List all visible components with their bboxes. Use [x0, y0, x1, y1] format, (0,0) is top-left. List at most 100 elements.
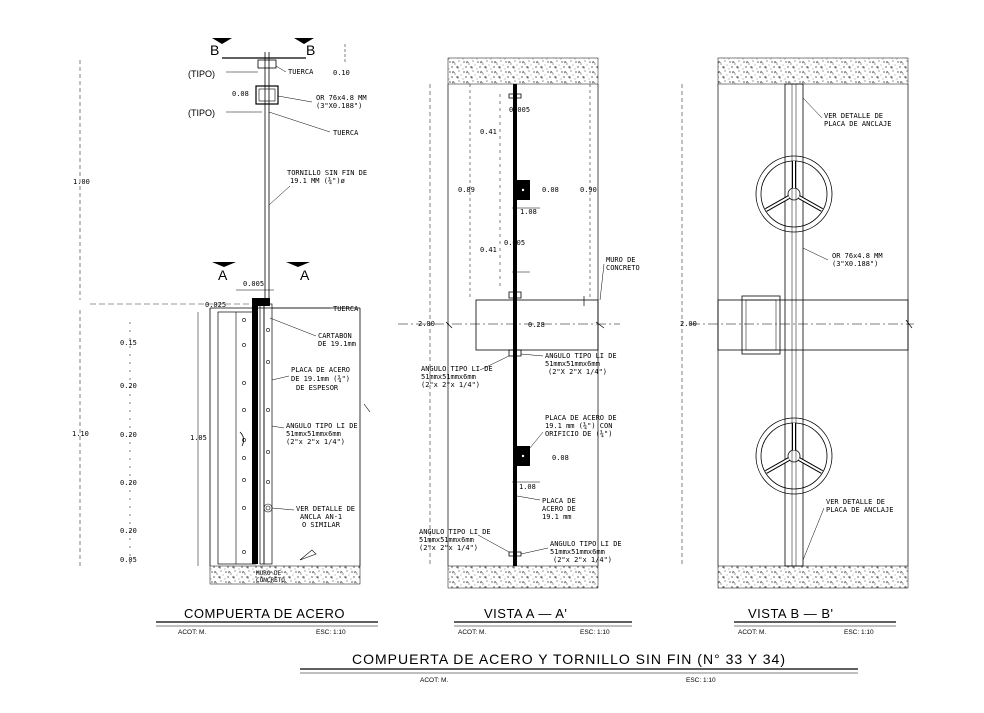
svg-text:DE 19.1mm: DE 19.1mm [318, 340, 356, 348]
svg-text:0.10: 0.10 [333, 69, 350, 77]
svg-text:TUERCA: TUERCA [288, 68, 314, 76]
svg-text:0.08: 0.08 [542, 186, 559, 194]
svg-text:(2"x 2"x 1/4"): (2"x 2"x 1/4") [553, 556, 612, 564]
view3-title: VISTA B — B' [748, 606, 834, 621]
view2-title: VISTA A — A' [484, 606, 567, 621]
svg-text:ESC: 1:10: ESC: 1:10 [844, 629, 874, 636]
svg-text:ACOT: M.: ACOT: M. [458, 629, 486, 636]
svg-text:PLACA DE ACERO: PLACA DE ACERO [291, 366, 350, 374]
svg-text:PLACA DE ANCLAJE: PLACA DE ANCLAJE [826, 506, 893, 514]
view-compuerta-de-acero: B B (TIPO) TUERCA 0.10 0.08 (TIPO) OR 76… [72, 38, 378, 636]
svg-text:1.10: 1.10 [72, 430, 89, 438]
svg-text:0.28: 0.28 [528, 321, 545, 329]
svg-text:0.08: 0.08 [232, 90, 249, 98]
svg-text:19.1 MM (¾")ø: 19.1 MM (¾")ø [290, 177, 346, 185]
svg-text:51mmx51mmx6mm: 51mmx51mmx6mm [421, 373, 476, 381]
svg-text:VER DETALLE DE: VER DETALLE DE [824, 112, 883, 120]
section-marker-b-right: B [294, 38, 315, 58]
svg-text:ESC: 1:10: ESC: 1:10 [316, 629, 346, 636]
svg-text:(3"X0.188"): (3"X0.188") [316, 102, 362, 110]
svg-text:51mmx51mmx6mm: 51mmx51mmx6mm [286, 430, 341, 438]
section-marker-a-left: A [212, 262, 236, 283]
svg-text:0.005: 0.005 [243, 280, 264, 288]
svg-text:19.1 mm: 19.1 mm [542, 513, 572, 521]
svg-text:(2"x 2"x 1/4"): (2"x 2"x 1/4") [419, 544, 478, 552]
svg-text:0.20: 0.20 [120, 527, 137, 535]
svg-text:19.1 mm (¾") CON: 19.1 mm (¾") CON [545, 422, 612, 430]
svg-text:1.08: 1.08 [519, 483, 536, 491]
view-vista-b-b: 2.00 VER DETALLE DE PLACA DE ANCLAJE OR … [680, 57, 914, 636]
svg-text:MURO DE: MURO DE [256, 570, 282, 577]
svg-text:VER DETALLE DE: VER DETALLE DE [296, 505, 355, 513]
svg-text:51mmx51mmx6mm: 51mmx51mmx6mm [545, 360, 600, 368]
svg-text:CONCRETO: CONCRETO [606, 264, 640, 272]
svg-text:1.05: 1.05 [190, 434, 207, 442]
svg-text:OR 76x4.8 MM: OR 76x4.8 MM [316, 94, 367, 102]
section-marker-b-left: B [210, 38, 232, 58]
svg-text:A: A [218, 267, 228, 283]
svg-text:ESC: 1:10: ESC: 1:10 [686, 677, 716, 684]
svg-text:(2"x 2"x 1/4"): (2"x 2"x 1/4") [286, 438, 345, 446]
svg-text:ACOT: M.: ACOT: M. [420, 677, 448, 684]
svg-text:A: A [300, 267, 310, 283]
svg-text:0.89: 0.89 [458, 186, 475, 194]
svg-text:TORNILLO SIN FIN DE: TORNILLO SIN FIN DE [287, 169, 367, 177]
svg-text:ANGULO TIPO LI DE: ANGULO TIPO LI DE [419, 528, 491, 536]
view1-title: COMPUERTA DE ACERO [184, 606, 345, 621]
svg-text:0.41: 0.41 [480, 246, 497, 254]
svg-text:0.41: 0.41 [480, 128, 497, 136]
svg-text:OR 76x4.8 MM: OR 76x4.8 MM [832, 252, 883, 260]
svg-text:ANGULO TIPO LI DE: ANGULO TIPO LI DE [545, 352, 617, 360]
svg-text:MURO DE: MURO DE [606, 256, 636, 264]
svg-text:0.20: 0.20 [120, 382, 137, 390]
svg-text:0.005: 0.005 [504, 239, 525, 247]
svg-text:PLACA DE ACERO DE: PLACA DE ACERO DE [545, 414, 617, 422]
svg-text:CARTABON: CARTABON [318, 332, 352, 340]
svg-text:(2"X 2"X 1/4"): (2"X 2"X 1/4") [548, 368, 607, 376]
svg-text:B: B [306, 42, 315, 58]
svg-text:PLACA DE: PLACA DE [542, 497, 576, 505]
svg-text:DE 19.1mm (¾"): DE 19.1mm (¾") [291, 375, 350, 383]
svg-text:0.90: 0.90 [580, 186, 597, 194]
svg-text:0.05: 0.05 [120, 556, 137, 564]
svg-text:51mmx51mmx6mm: 51mmx51mmx6mm [550, 548, 605, 556]
svg-text:0.20: 0.20 [120, 431, 137, 439]
svg-text:B: B [210, 42, 219, 58]
svg-text:0.005: 0.005 [509, 106, 530, 114]
svg-text:2.00: 2.00 [680, 320, 697, 328]
svg-text:1.00: 1.00 [73, 178, 90, 186]
svg-text:(3"X0.188"): (3"X0.188") [832, 260, 878, 268]
svg-text:ANGULO TIPO LI DE: ANGULO TIPO LI DE [286, 422, 358, 430]
svg-text:ORIFICIO DE (¾"): ORIFICIO DE (¾") [545, 430, 612, 438]
svg-text:2.00: 2.00 [418, 320, 435, 328]
sheet-title: COMPUERTA DE ACERO Y TORNILLO SIN FIN (N… [352, 651, 786, 667]
svg-text:0.025: 0.025 [205, 301, 226, 309]
svg-text:0.20: 0.20 [120, 479, 137, 487]
svg-text:ANGULO TIPO LI DE: ANGULO TIPO LI DE [550, 540, 622, 548]
svg-text:PLACA DE ANCLAJE: PLACA DE ANCLAJE [824, 120, 891, 128]
svg-text:ACOT: M.: ACOT: M. [738, 629, 766, 636]
svg-text:0.08: 0.08 [552, 454, 569, 462]
svg-text:ANGULO TIPO LI DE: ANGULO TIPO LI DE [421, 365, 493, 373]
svg-text:51mmx51mmx6mm: 51mmx51mmx6mm [419, 536, 474, 544]
svg-text:0.15: 0.15 [120, 339, 137, 347]
svg-text:DE ESPESOR: DE ESPESOR [296, 384, 339, 392]
svg-text:ACOT: M.: ACOT: M. [178, 629, 206, 636]
svg-text:(TIPO): (TIPO) [188, 69, 215, 79]
svg-text:ESC: 1:10: ESC: 1:10 [580, 629, 610, 636]
svg-text:(2"x 2"x 1/4"): (2"x 2"x 1/4") [421, 381, 480, 389]
svg-text:(TIPO): (TIPO) [188, 108, 215, 118]
section-marker-a-right: A [286, 262, 310, 283]
handwheel-top [755, 155, 833, 233]
svg-text:CONCRETO: CONCRETO [256, 577, 285, 584]
handwheel-bottom [755, 417, 833, 495]
svg-text:O SIMILAR: O SIMILAR [302, 521, 341, 529]
view-vista-a-a: 2.00 0.89 0.90 0.41 0.41 0.005 0.005 0.0… [398, 57, 640, 636]
svg-text:ANCLA AN-1: ANCLA AN-1 [300, 513, 342, 521]
svg-text:VER DETALLE DE: VER DETALLE DE [826, 498, 885, 506]
svg-text:ACERO DE: ACERO DE [542, 505, 576, 513]
svg-text:TUERCA: TUERCA [333, 129, 359, 137]
svg-text:TUERCA: TUERCA [333, 305, 359, 313]
svg-text:1.08: 1.08 [520, 208, 537, 216]
